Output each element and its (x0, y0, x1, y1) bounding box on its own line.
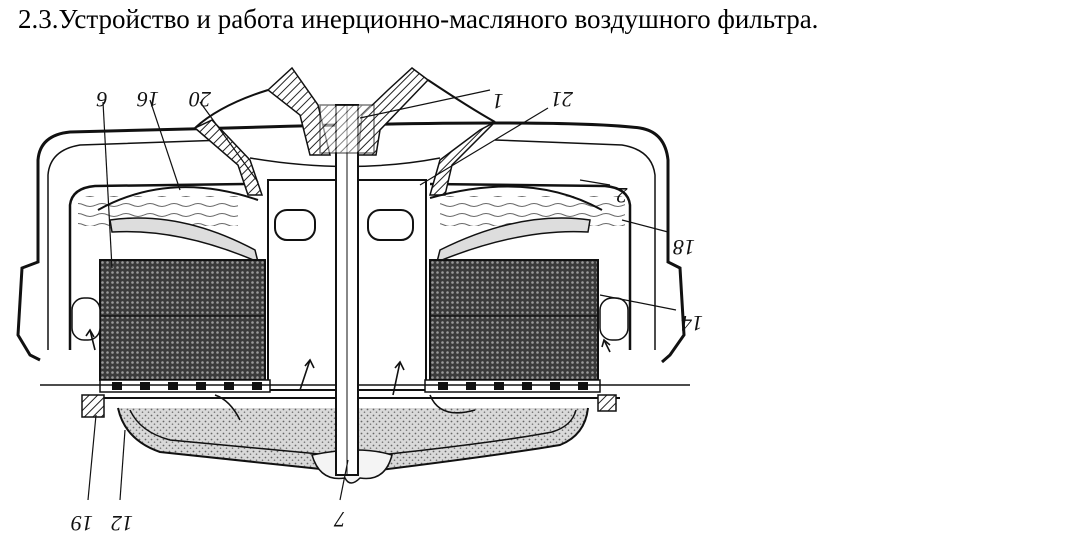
outer-cover (16, 121, 686, 364)
funnel-left (193, 119, 264, 196)
airflow-arrows (85, 328, 611, 421)
part-label-7: 7 (334, 507, 346, 532)
part-label-16: 16 (137, 87, 159, 112)
filter-element-left (99, 259, 266, 381)
support-grid-left (99, 379, 271, 393)
intake-pipe-left (266, 66, 331, 156)
filter-element-right (429, 259, 599, 381)
part-label-18: 18 (673, 235, 695, 260)
part-label-6: 6 (97, 87, 108, 112)
funnel-right (429, 121, 496, 196)
part-label-12: 12 (111, 511, 133, 536)
part-label-1: 1 (493, 89, 504, 114)
part-label-21: 21 (551, 87, 573, 112)
part-label-14: 14 (681, 311, 703, 336)
section-heading: 2.3.Устройство и работа инерционно-масля… (18, 4, 819, 34)
inner-housing (68, 182, 246, 350)
support-grid-right (424, 379, 601, 393)
part-label-20: 20 (189, 87, 211, 112)
part-label-2: 2 (617, 183, 628, 208)
part-label-19: 19 (71, 511, 93, 536)
